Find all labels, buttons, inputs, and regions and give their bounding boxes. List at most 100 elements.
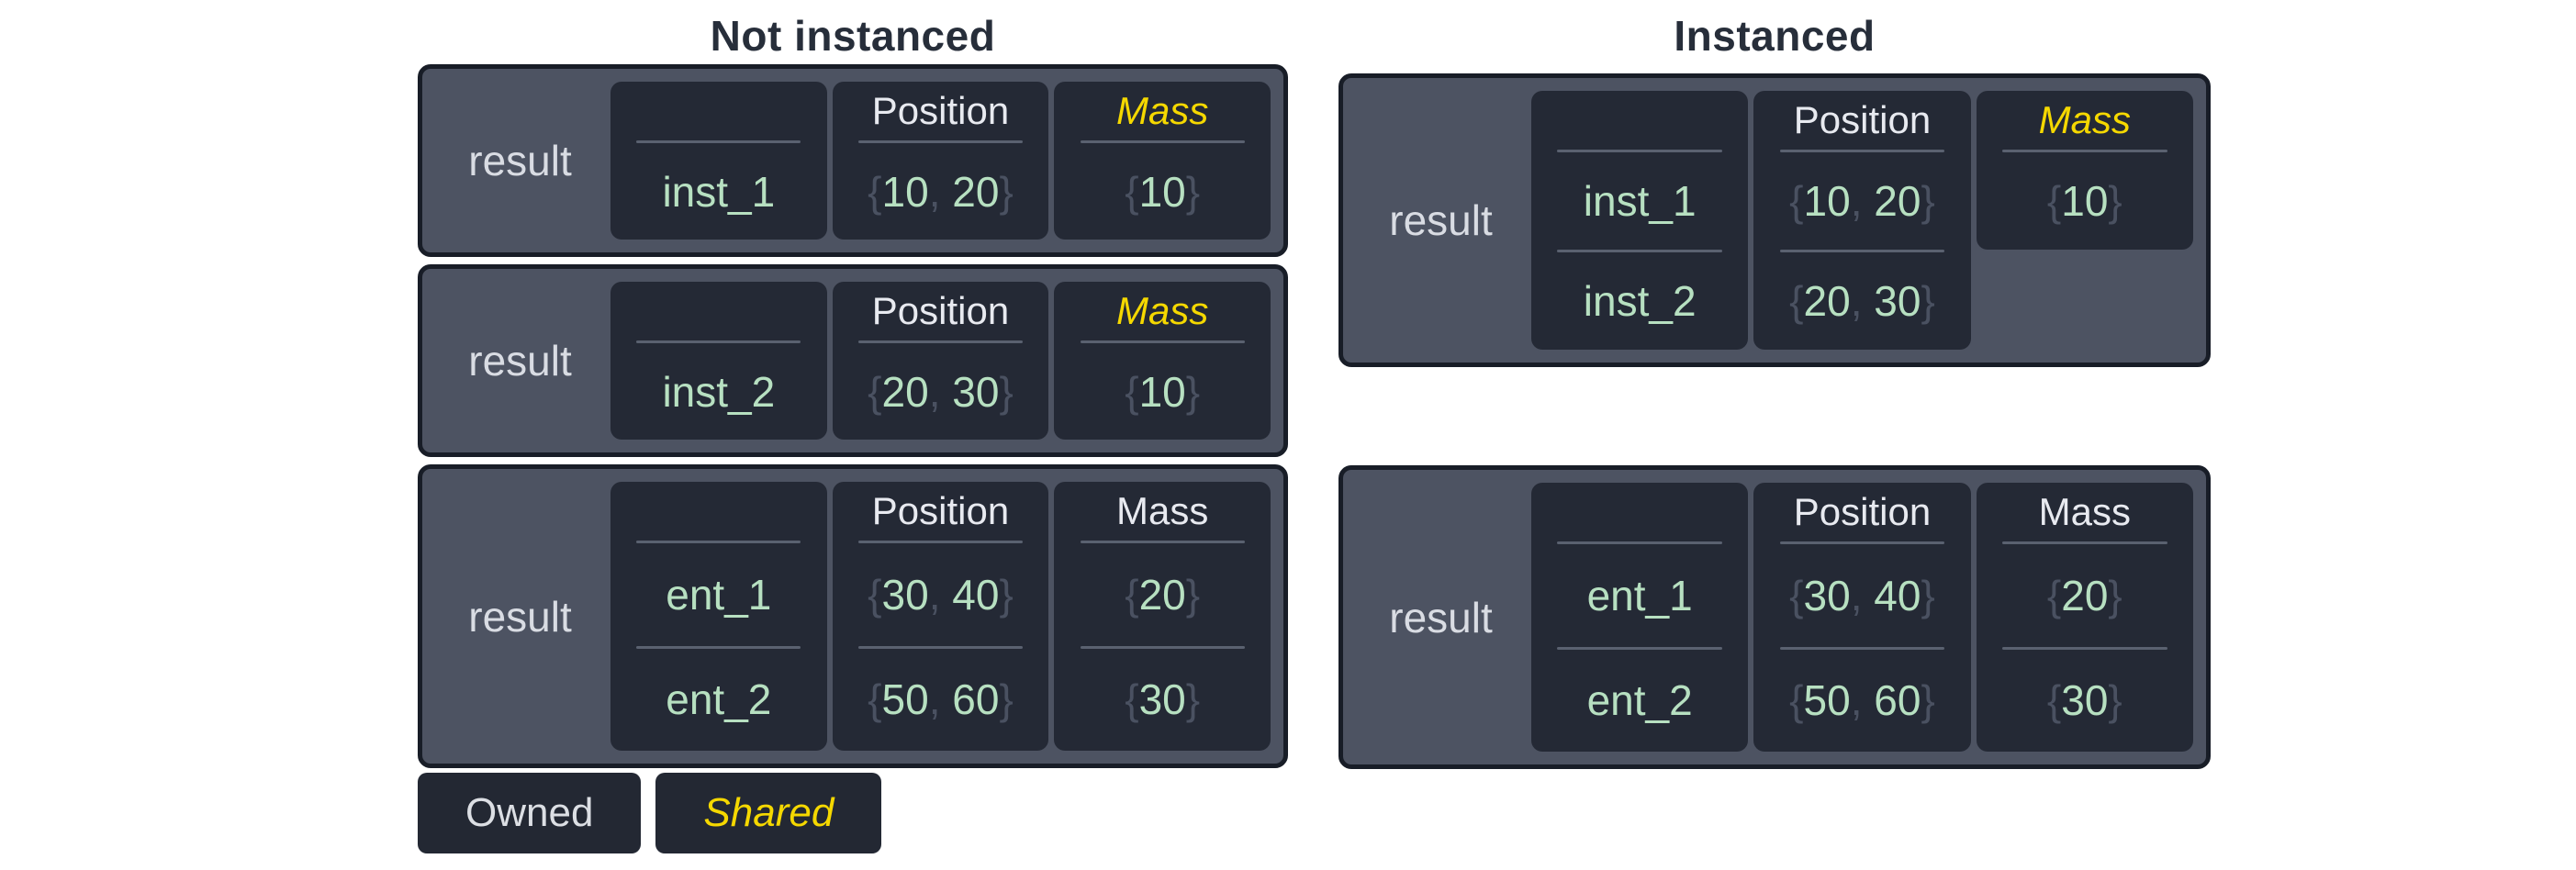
component-number: 10 [2061, 177, 2109, 225]
component-value-cell: {10, 20} [1753, 152, 1970, 250]
component-number: 50 [881, 675, 929, 724]
row-separator [636, 541, 801, 543]
column-header-entity [1531, 483, 1748, 541]
component-number: 30 [2061, 676, 2109, 725]
close-brace: } [2108, 676, 2122, 725]
open-brace: { [2046, 177, 2062, 225]
value-comma: , [928, 570, 953, 619]
column-panel-mass: Mass{10} [1976, 91, 2193, 250]
row-separator [1080, 645, 1245, 649]
column-header-position: Position [871, 89, 1010, 132]
row-separator [2002, 646, 2167, 650]
row-separator [2002, 150, 2167, 152]
column-panel-entity: ent_1 ent_2 [1531, 483, 1749, 753]
value-comma: , [1850, 571, 1875, 619]
open-brace: { [1125, 570, 1139, 619]
component-number: 60 [1874, 676, 1921, 725]
component-value-cell: {30} [1977, 650, 2193, 753]
component-number: 10 [1138, 367, 1186, 416]
component-value-cell: {30, 40} [833, 543, 1049, 646]
column-header-position: Position [871, 489, 1010, 532]
close-brace: } [1921, 571, 1935, 619]
open-brace: { [1789, 676, 1804, 725]
value-comma: , [928, 367, 953, 416]
not-instanced-title: Not instanced [710, 12, 996, 60]
component-number: 30 [952, 367, 1000, 416]
result-label: result [468, 337, 572, 385]
column-panel-entity: ent_1 ent_2 [610, 482, 827, 751]
column-header-entity [610, 482, 827, 541]
component-number: 30 [1138, 675, 1186, 724]
column-panel-mass: Mass{10} [1054, 282, 1271, 440]
entity-name: ent_1 [666, 570, 772, 619]
close-brace: } [2108, 177, 2122, 225]
open-brace: { [868, 675, 882, 724]
row-separator [1557, 150, 1722, 152]
entity-name: ent_2 [1586, 676, 1693, 725]
row-separator [1080, 541, 1245, 543]
component-value-cell: {30} [1054, 649, 1271, 752]
close-brace: } [1185, 570, 1201, 619]
column-header-entity [610, 82, 827, 140]
row-separator [857, 340, 1024, 343]
close-brace: } [1185, 167, 1201, 216]
result-label: result [1389, 593, 1493, 641]
row-separator [857, 541, 1024, 543]
open-brace: { [1125, 167, 1139, 216]
entity-name: inst_2 [1583, 277, 1697, 325]
entity-cell: ent_2 [610, 649, 827, 752]
close-brace: } [999, 367, 1014, 416]
close-brace: } [1185, 675, 1201, 724]
row-separator [636, 140, 801, 143]
close-brace: } [999, 167, 1014, 216]
open-brace: { [868, 167, 882, 216]
column-panel-mass: Mass{10} [1054, 82, 1271, 240]
column-panel-position: Position{10, 20}{20, 30} [1753, 91, 1971, 350]
entity-cell: ent_2 [1531, 650, 1748, 753]
entity-name: ent_1 [1586, 571, 1693, 619]
column-panel-mass: Mass{20}{30} [1054, 482, 1271, 751]
result-label: result [1389, 196, 1493, 244]
component-number: 10 [1803, 177, 1851, 225]
entity-name: inst_1 [662, 167, 776, 216]
component-number: 20 [1874, 177, 1921, 225]
row-separator [1557, 250, 1722, 252]
component-number: 30 [1874, 277, 1921, 325]
component-value-cell: {10} [1054, 343, 1271, 440]
component-value-cell: {20} [1977, 544, 2193, 647]
column-header-entity [610, 282, 827, 340]
component-number: 20 [1803, 277, 1851, 325]
row-separator [1779, 541, 1945, 544]
row-separator [636, 340, 801, 343]
row-separator [1779, 250, 1945, 252]
component-number: 40 [952, 570, 1000, 619]
close-brace: } [1921, 277, 1935, 325]
component-value-cell: {50, 60} [833, 649, 1049, 752]
row-separator [1557, 646, 1722, 650]
close-brace: } [1921, 177, 1935, 225]
column-panel-position: Position{20, 30} [832, 282, 1049, 440]
entity-cell: inst_2 [610, 343, 827, 440]
column-panel-position: Position {30, 40}{50, 60} [832, 482, 1049, 752]
value-comma: , [928, 167, 953, 216]
entity-name: inst_1 [1583, 177, 1697, 225]
open-brace: { [1789, 277, 1804, 325]
close-brace: } [1921, 676, 1935, 725]
component-value-cell: {20, 30} [833, 343, 1049, 440]
component-value-cell: {50, 60} [1753, 650, 1970, 753]
close-brace: } [2108, 571, 2122, 619]
column-header-mass: Mass [1116, 489, 1209, 532]
entity-cell: inst_1 [1531, 152, 1748, 250]
entity-name: inst_2 [662, 367, 776, 416]
legend: Owned Shared [418, 773, 1288, 853]
legend-owned-label: Owned [465, 790, 594, 835]
legend-owned-chip: Owned [418, 773, 642, 853]
